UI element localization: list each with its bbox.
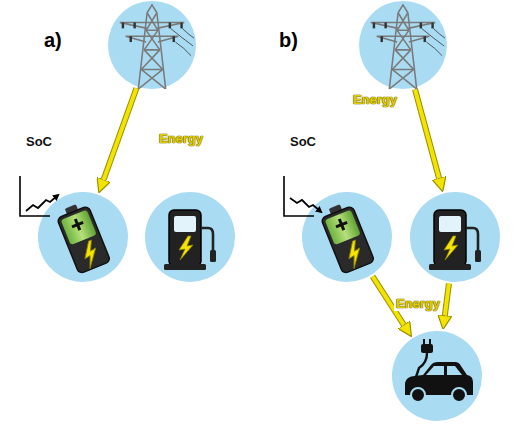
arrow-outline (104, 88, 137, 179)
car-circle (392, 331, 482, 421)
energy-arrow (445, 284, 449, 316)
battery-circle: SoC (302, 192, 392, 282)
soc-axes-a (20, 176, 57, 216)
arrow-shaft (104, 88, 137, 179)
charger-circle (145, 192, 235, 282)
icon-graphic (429, 210, 481, 270)
icon-graphic (55, 200, 111, 274)
node-icon (392, 331, 482, 421)
icon-graphic (164, 210, 216, 270)
charger-circle (410, 192, 500, 282)
energy-label: Energy (351, 92, 399, 107)
energy-label: Energy (394, 296, 442, 311)
panel-label: a) (44, 30, 62, 50)
icon-graphic (120, 5, 194, 89)
icon-graphic (319, 200, 375, 274)
soc-label: SoC (26, 135, 52, 148)
node-icon (145, 192, 235, 282)
power-tower-circle (359, 1, 447, 89)
arrow-outline (415, 89, 439, 178)
icon-graphic (405, 339, 473, 402)
power-tower-circle (108, 1, 196, 89)
icon-graphic (371, 5, 445, 89)
battery-circle: SoC (38, 192, 128, 282)
arrow-outline (445, 284, 449, 316)
node-icon (302, 192, 392, 282)
soc-axes-b (284, 176, 320, 216)
node-icon (108, 1, 196, 89)
node-icon (38, 192, 128, 282)
node-icon (410, 192, 500, 282)
energy-arrow (415, 89, 439, 178)
panel-label: b) (279, 30, 298, 50)
arrow-shaft (445, 284, 449, 316)
arrow-shaft (415, 89, 439, 178)
energy-arrow (104, 88, 137, 179)
energy-label: Energy (157, 131, 205, 146)
node-icon (359, 1, 447, 89)
soc-label: SoC (290, 135, 316, 148)
